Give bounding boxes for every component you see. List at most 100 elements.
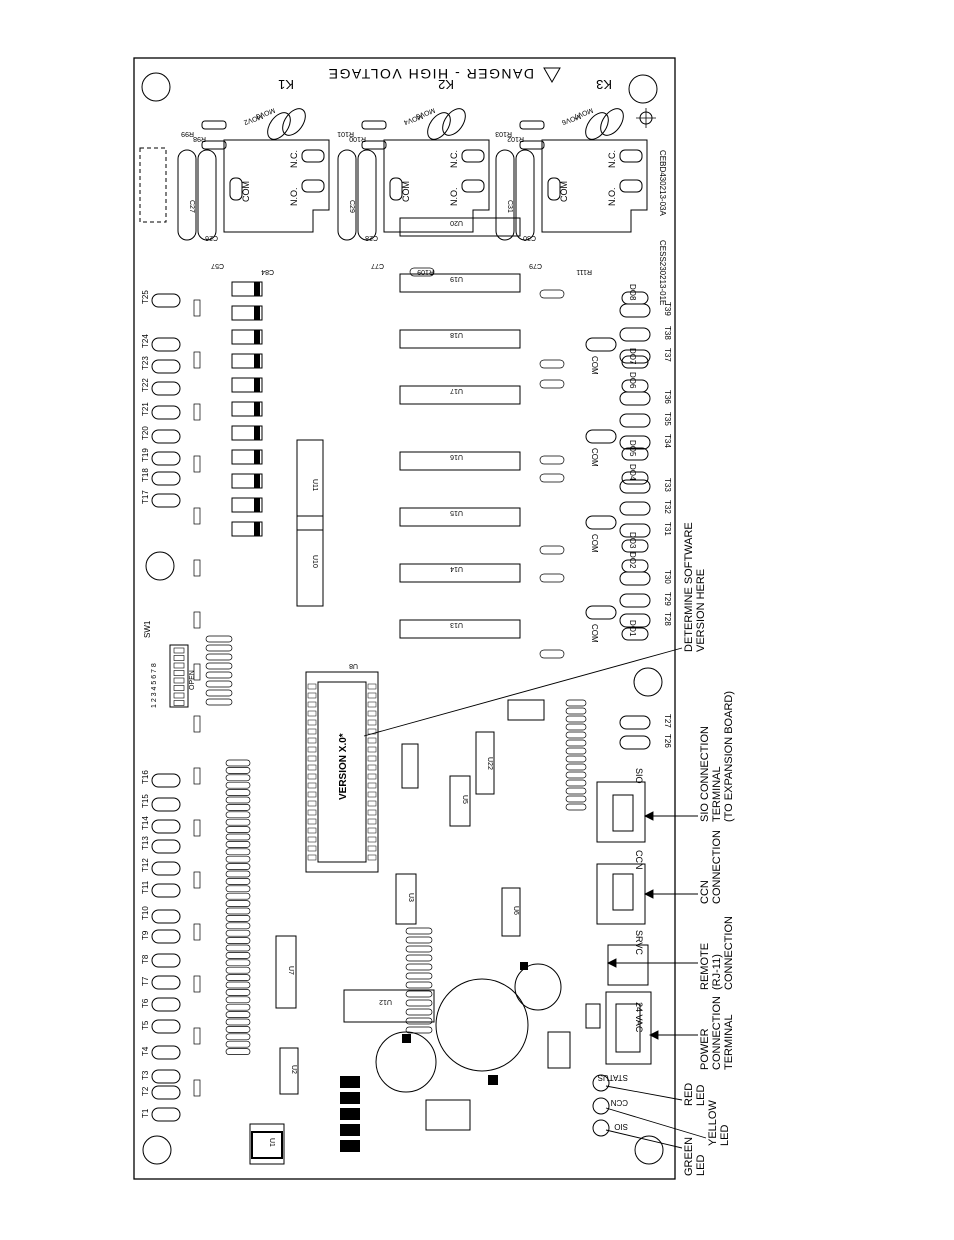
- capacitor: [515, 149, 535, 241]
- resistor: [205, 671, 233, 679]
- ic-label: U22: [486, 757, 493, 770]
- capacitor: [193, 871, 201, 889]
- relay-contact: [461, 149, 485, 163]
- ic-pin: [367, 755, 377, 762]
- relay-body: [223, 139, 330, 233]
- ic-pin: [307, 737, 317, 744]
- resistor: [205, 698, 233, 706]
- terminal-pad: [151, 861, 181, 876]
- resistor: [565, 779, 587, 787]
- resistor: [225, 989, 251, 996]
- ic-body: [399, 329, 521, 349]
- ic-pin: [307, 800, 317, 807]
- diode-band: [254, 354, 260, 368]
- relay-contact: [301, 179, 325, 193]
- ic-pin: [307, 818, 317, 825]
- callout-leaders: [363, 647, 707, 1149]
- capacitor: [193, 1079, 201, 1097]
- ic-u20: U20: [399, 217, 521, 237]
- diode: [231, 377, 263, 393]
- ic-body: [399, 451, 521, 471]
- terminal-label: T2: [141, 1086, 150, 1096]
- relay-contact: [461, 179, 485, 193]
- resistor: [519, 140, 545, 150]
- terminal-pad: [621, 355, 649, 369]
- mounting-hole: [142, 1135, 172, 1165]
- resistor: [225, 885, 251, 893]
- ic-body: [275, 935, 297, 1009]
- ic-u13: U13: [399, 619, 521, 639]
- terminal-label: T11: [141, 880, 150, 894]
- transistor: [340, 1092, 360, 1104]
- resistor: [405, 936, 433, 944]
- diode: [585, 1003, 601, 1029]
- diode-band: [254, 330, 260, 344]
- capacitor: [193, 455, 201, 473]
- terminal-label: T7: [141, 976, 150, 986]
- terminal-label: T18: [141, 468, 150, 482]
- relay-no-label: N.O.: [607, 187, 617, 206]
- resistor-label: R103: [495, 130, 512, 137]
- ic-label: U19: [450, 275, 463, 282]
- relay-contact: [619, 149, 643, 163]
- component-label: C84: [261, 268, 274, 275]
- diode: [231, 473, 263, 489]
- terminal-pad: [621, 447, 649, 461]
- terminal-label: T25: [141, 290, 150, 304]
- capacitor-label: C29: [348, 200, 355, 213]
- resistor: [225, 781, 251, 789]
- ic-body: [399, 217, 521, 237]
- resistor: [565, 787, 587, 795]
- ic-label: U3: [407, 893, 414, 902]
- danger-warning: DANGER - HIGH VOLTAGE: [327, 66, 561, 84]
- callout-line: DETERMINE SOFTWARE: [683, 522, 695, 652]
- ic-pin: [307, 755, 317, 762]
- resistor: [539, 649, 565, 659]
- ic-u3: U3: [395, 873, 417, 925]
- ic-body: [399, 385, 521, 405]
- terminal-label: T37: [663, 348, 672, 362]
- terminal-label: T36: [663, 390, 672, 404]
- capacitor: [197, 149, 217, 241]
- terminal-pad: [151, 493, 181, 508]
- ic-pin: [307, 845, 317, 852]
- mov-varistor: [442, 108, 466, 136]
- terminal-label: T5: [141, 1020, 150, 1030]
- ic-label: U5: [461, 795, 468, 804]
- ic-pin: [367, 854, 377, 861]
- resistor: [405, 1026, 433, 1034]
- capacitor: [337, 149, 357, 241]
- resistor: [539, 455, 565, 465]
- terminal-label: T26: [663, 734, 672, 748]
- ic-label: U15: [450, 509, 463, 516]
- ic-u10: U10: [296, 515, 324, 607]
- relay-no-label: N.O.: [289, 187, 299, 206]
- output-label: DO7: [628, 348, 637, 365]
- terminal-label: T8: [141, 954, 150, 964]
- terminal-pad: [585, 429, 617, 444]
- resistor: [539, 545, 565, 555]
- ic-label: U17: [450, 387, 463, 394]
- terminal-group: T1T2T3T4T5T6T7T8T9T10T11T12T13T14T15T16T…: [141, 284, 672, 1122]
- resistor: [201, 120, 227, 130]
- ic-u17: U17: [399, 385, 521, 405]
- ic-pin: [367, 845, 377, 852]
- connector-power: [605, 991, 652, 1065]
- ic-label: U12: [379, 998, 392, 1005]
- diode: [231, 425, 263, 441]
- ic-u8: U8: [305, 662, 379, 873]
- mounting-hole: [141, 72, 171, 102]
- resistor: [405, 927, 433, 935]
- ic-pin: [367, 827, 377, 834]
- ic-u1: U1: [249, 1123, 285, 1165]
- resistor: [225, 767, 251, 774]
- transistor: [340, 1124, 360, 1136]
- resistor: [565, 715, 587, 723]
- ic-u15: U15: [399, 507, 521, 527]
- mounting-hole: [634, 1135, 664, 1165]
- callout-software: DETERMINE SOFTWARE VERSION HERE: [683, 522, 707, 652]
- capacitor-c56: [435, 978, 529, 1072]
- terminal-pad: [151, 1085, 181, 1100]
- relay-contact: [619, 179, 643, 193]
- terminal-label: T27: [663, 714, 672, 728]
